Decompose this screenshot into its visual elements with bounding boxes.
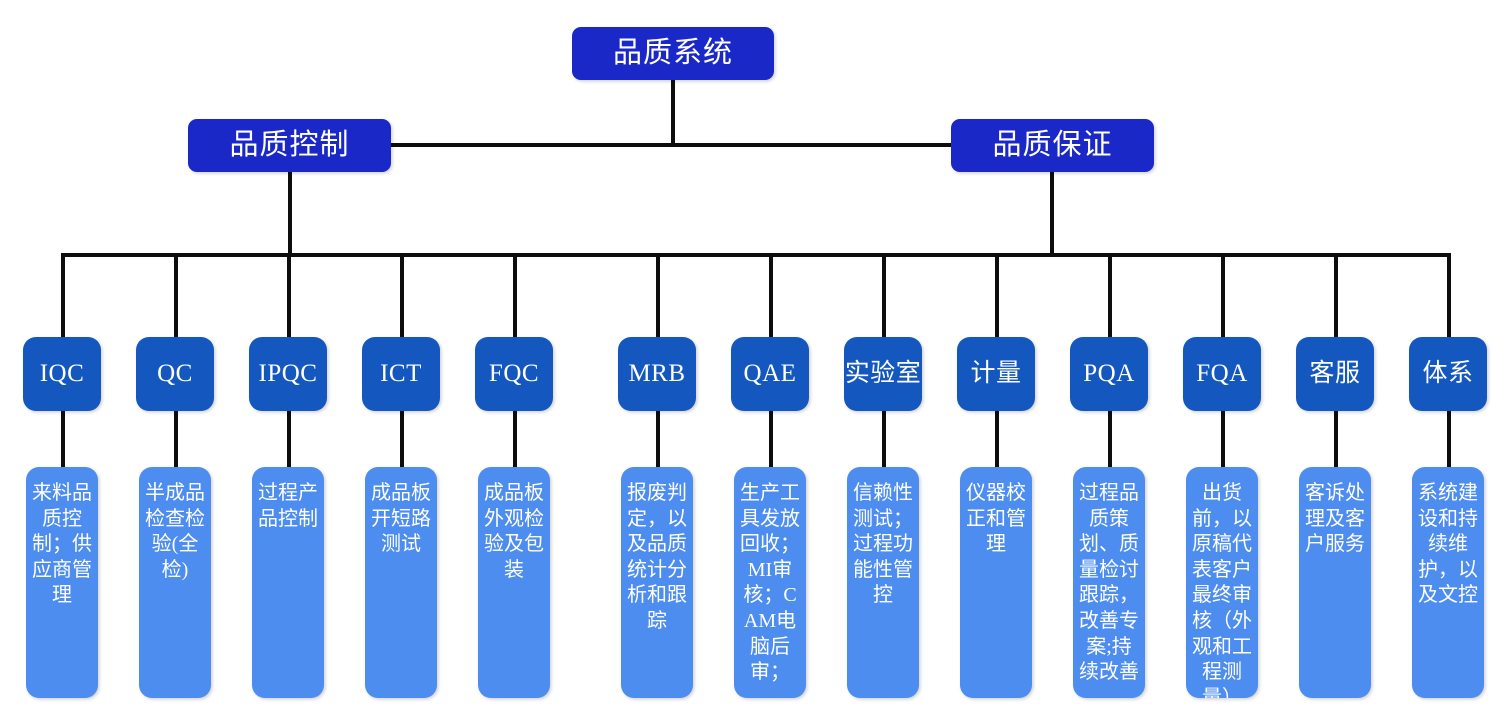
- node-dept-ict[interactable]: ICT: [362, 337, 440, 411]
- node-dept-customer-service[interactable]: 客服: [1296, 337, 1374, 411]
- connector-desc-qae: [769, 410, 773, 468]
- desc-text: 过程产品控制: [258, 482, 318, 530]
- node-desc-laboratory[interactable]: 信赖性测试；过程功能性管控: [847, 467, 919, 698]
- connector-drop-iqc: [61, 253, 65, 338]
- node-desc-iqc[interactable]: 来料品质控制；供应商管理: [26, 467, 98, 698]
- node-dept-fqc[interactable]: FQC: [475, 337, 553, 411]
- node-root-quality-system[interactable]: 品质系统: [572, 27, 774, 80]
- node-desc-ipqc[interactable]: 过程产品控制: [252, 467, 324, 698]
- connector-drop-pqa: [1108, 253, 1112, 338]
- node-branch-quality-control[interactable]: 品质控制: [188, 119, 391, 172]
- desc-text: 半成品检查检验(全检): [145, 482, 205, 581]
- node-desc-metrology[interactable]: 仪器校正和管理: [960, 467, 1032, 698]
- connector-drop-fqa: [1221, 253, 1225, 338]
- connector-drop-qc: [174, 253, 178, 338]
- connector-branch-bus: [288, 143, 1054, 147]
- node-desc-fqc[interactable]: 成品板外观检验及包装: [478, 467, 550, 698]
- node-dept-laboratory[interactable]: 实验室: [844, 337, 922, 411]
- connector-desc-ict: [400, 410, 404, 468]
- node-desc-fqa[interactable]: 出货前，以原稿代表客户最终审核（外观和工程测量）: [1186, 467, 1258, 698]
- desc-text: 信赖性测试；过程功能性管控: [853, 482, 913, 607]
- desc-text: 成品板外观检验及包装: [484, 482, 544, 581]
- connector-drop-mrb: [656, 253, 660, 338]
- connector-drop-fqc: [513, 253, 517, 338]
- node-dept-qae[interactable]: QAE: [731, 337, 809, 411]
- connector-desc-service: [1334, 410, 1338, 468]
- desc-text: 过程品质策划、质量检讨跟踪，改善专案;持续改善: [1079, 482, 1139, 684]
- node-dept-fqa[interactable]: FQA: [1183, 337, 1261, 411]
- connector-desc-iqc: [61, 410, 65, 468]
- node-dept-ipqc[interactable]: IPQC: [249, 337, 327, 411]
- connector-qc-down: [288, 172, 292, 256]
- node-dept-qc[interactable]: QC: [136, 337, 214, 411]
- connector-department-bus: [62, 253, 1449, 257]
- connector-desc-mrb: [656, 410, 660, 468]
- node-branch-quality-assurance[interactable]: 品质保证: [951, 119, 1154, 172]
- connector-desc-lab: [882, 410, 886, 468]
- connector-desc-fqa: [1221, 410, 1225, 468]
- node-dept-mrb[interactable]: MRB: [618, 337, 696, 411]
- connector-desc-metrology: [995, 410, 999, 468]
- desc-text: 生产工具发放回收；MI审核；CAM电脑后审；: [740, 482, 800, 684]
- connector-desc-pqa: [1108, 410, 1112, 468]
- connector-root-down: [671, 80, 675, 145]
- connector-drop-qae: [769, 253, 773, 338]
- desc-text: 仪器校正和管理: [966, 482, 1026, 556]
- node-desc-ict[interactable]: 成品板开短路测试: [365, 467, 437, 698]
- node-desc-qae[interactable]: 生产工具发放回收；MI审核；CAM电脑后审；: [734, 467, 806, 698]
- connector-drop-system: [1447, 253, 1451, 338]
- node-desc-system[interactable]: 系统建设和持续维护，以及文控: [1412, 467, 1484, 698]
- connector-qa-down: [1050, 172, 1054, 256]
- node-dept-pqa[interactable]: PQA: [1070, 337, 1148, 411]
- connector-drop-lab: [882, 253, 886, 338]
- desc-text: 成品板开短路测试: [371, 482, 431, 556]
- connector-desc-fqc: [513, 410, 517, 468]
- node-dept-metrology[interactable]: 计量: [957, 337, 1035, 411]
- node-desc-qc[interactable]: 半成品检查检验(全检): [139, 467, 211, 698]
- connector-drop-metrology: [995, 253, 999, 338]
- desc-text: 客诉处理及客户服务: [1305, 482, 1365, 556]
- node-dept-system[interactable]: 体系: [1409, 337, 1487, 411]
- desc-text: 系统建设和持续维护，以及文控: [1418, 482, 1478, 607]
- desc-text: 报废判定，以及品质统计分析和跟踪: [627, 482, 687, 632]
- desc-text: 出货前，以原稿代表客户最终审核（外观和工程测量）: [1192, 482, 1252, 698]
- desc-text: 来料品质控制；供应商管理: [32, 482, 92, 607]
- connector-desc-ipqc: [287, 410, 291, 468]
- connector-drop-ict: [400, 253, 404, 338]
- node-dept-iqc[interactable]: IQC: [23, 337, 101, 411]
- connector-drop-service: [1334, 253, 1338, 338]
- connector-drop-ipqc: [287, 253, 291, 338]
- node-desc-pqa[interactable]: 过程品质策划、质量检讨跟踪，改善专案;持续改善: [1073, 467, 1145, 698]
- connector-desc-system: [1447, 410, 1451, 468]
- connector-desc-qc: [174, 410, 178, 468]
- node-desc-mrb[interactable]: 报废判定，以及品质统计分析和跟踪: [621, 467, 693, 698]
- node-desc-customer-service[interactable]: 客诉处理及客户服务: [1299, 467, 1371, 698]
